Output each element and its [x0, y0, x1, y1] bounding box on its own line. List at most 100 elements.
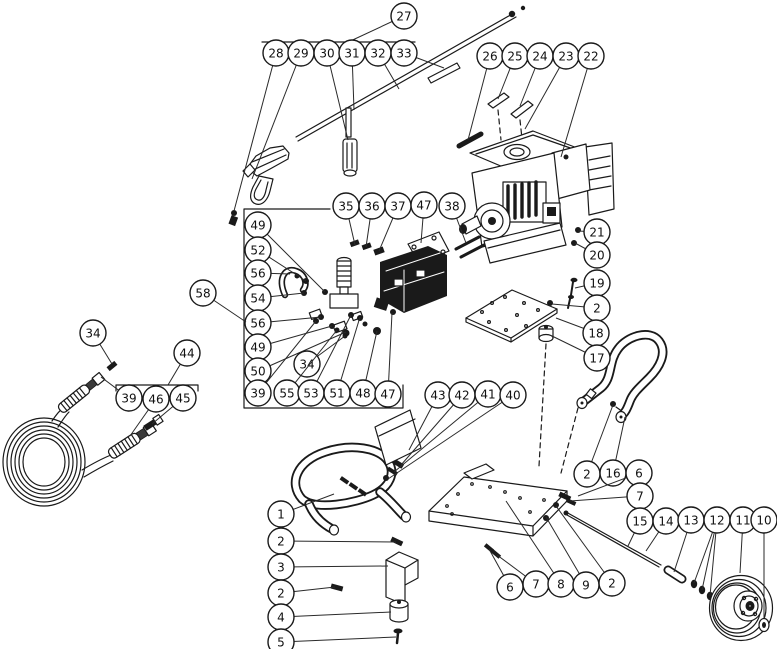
rubber-foot: [389, 599, 409, 645]
nozzle-tip-icon: [508, 10, 516, 18]
base-plate: [390, 463, 577, 559]
callout-5: 5: [267, 628, 397, 649]
nozzle-pin: [456, 131, 484, 149]
callout-46: 46: [129, 385, 170, 437]
callout-36: 36: [358, 192, 386, 248]
callout-number: 2: [593, 301, 601, 315]
spray-tip: [510, 100, 534, 119]
callout-circle: [142, 385, 170, 413]
wand-section: [427, 62, 461, 84]
small-fitting: [361, 242, 372, 251]
callout-number: 2: [277, 534, 285, 548]
callout-circle: [293, 350, 321, 378]
leader-line: [524, 55, 567, 130]
callout-15: 15: [626, 507, 654, 547]
callout-number: 34: [299, 357, 314, 371]
pump: [349, 231, 450, 315]
spray-gun: [228, 145, 290, 227]
callout-number: 40: [505, 388, 520, 402]
callout-44: 44: [167, 339, 201, 386]
tube-end: [400, 511, 412, 523]
callout-12: 12: [693, 506, 731, 597]
leader-line: [257, 224, 326, 293]
callout-number: 54: [250, 291, 265, 305]
side-panel: [374, 409, 422, 466]
callout-39: 39: [100, 376, 143, 412]
callout-number: 46: [148, 392, 163, 406]
pump-body: [380, 246, 447, 313]
callout-48: 48: [349, 330, 378, 407]
unloader-body: [329, 293, 359, 309]
callout-23: 23: [524, 42, 580, 130]
callout-2: 2: [555, 505, 626, 597]
callout-4: 4: [267, 603, 392, 631]
callout-number: 26: [482, 49, 497, 63]
callout-number: 2: [277, 586, 285, 600]
callout-16: 16: [599, 416, 627, 487]
callout-number: 20: [589, 248, 604, 262]
callout-34: 34: [79, 319, 113, 365]
leader-line: [505, 500, 562, 585]
callout-number: 50: [250, 364, 265, 378]
pump-group-box: [243, 208, 404, 409]
wheel: [708, 574, 774, 642]
callout-number: 12: [709, 513, 724, 527]
callout-number: 5: [277, 635, 285, 649]
callout-number: 9: [582, 578, 590, 592]
bolt: [483, 543, 495, 553]
callout-number: 31: [344, 46, 359, 60]
callout-58: 58: [189, 279, 247, 323]
callout-49: 49: [244, 325, 333, 361]
callout-number: 3: [277, 560, 285, 574]
pump-bolts: [454, 235, 486, 259]
callout-number: 16: [605, 466, 620, 480]
callout-number: 39: [121, 391, 136, 405]
callout-8: 8: [505, 500, 575, 598]
callout-number: 27: [396, 9, 411, 23]
callout-number: 22: [583, 49, 598, 63]
axle-rod: [565, 511, 662, 568]
callout-30: 30: [313, 39, 349, 141]
callout-number: 47: [380, 387, 395, 401]
callout-24: 24: [519, 42, 554, 107]
callout-40: 40: [387, 381, 527, 480]
callout-number: 19: [589, 276, 604, 290]
callout-number: 36: [364, 199, 379, 213]
callout-circle: [267, 500, 295, 528]
callout-number: 44: [179, 346, 194, 360]
callout-number: 29: [293, 46, 308, 60]
leader-line: [233, 52, 277, 212]
wand-tube: [345, 107, 352, 138]
handle-screw: [339, 476, 350, 485]
leader-line: [280, 611, 392, 618]
callout-circle: [189, 279, 217, 307]
callout-number: 30: [319, 46, 334, 60]
callout-number: 56: [250, 266, 265, 280]
callout-number: 58: [195, 286, 210, 300]
callout-circle: [79, 319, 107, 347]
leader-line: [257, 320, 317, 394]
callout-number: 2: [583, 467, 591, 481]
handle-screw: [357, 488, 368, 497]
callout-10: 10: [750, 506, 777, 618]
callout-number: 13: [683, 513, 698, 527]
callout-number: 21: [589, 225, 604, 239]
leader-line: [467, 55, 491, 141]
leg-bracket: [330, 551, 419, 606]
engine-bolt: [575, 227, 581, 233]
callout-circle: [583, 241, 611, 269]
callout-3: 3: [267, 553, 389, 581]
callout-number: 28: [268, 46, 283, 60]
callout-number: 17: [589, 351, 604, 365]
callout-number: 34: [85, 326, 100, 340]
pump-inlet-fitting: [373, 297, 390, 311]
leader-line: [393, 393, 489, 473]
callout-number: 24: [532, 49, 547, 63]
wand-grip: [342, 138, 358, 173]
callout-39: 39: [244, 320, 317, 407]
callout-circle: [374, 380, 402, 408]
callout-27: 27: [343, 2, 418, 45]
callout-18: 18: [555, 317, 610, 347]
leader-line: [326, 52, 349, 141]
